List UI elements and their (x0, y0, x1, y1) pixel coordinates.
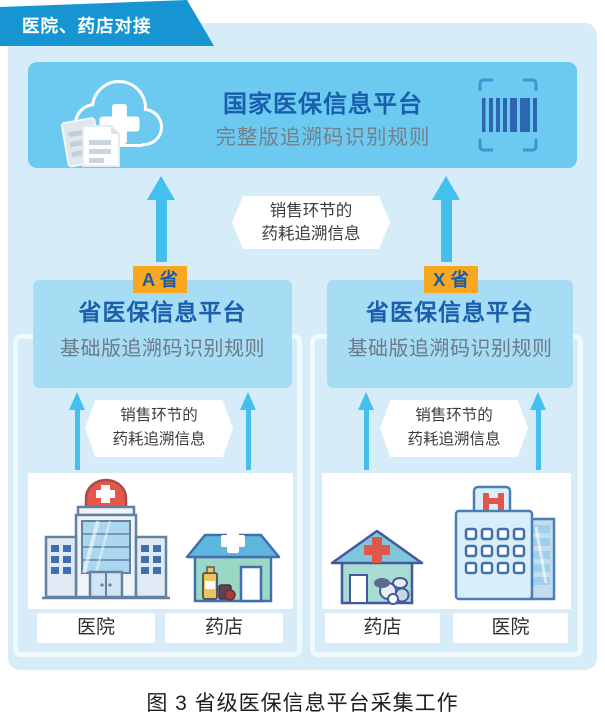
flow-label-line2: 药耗追溯信息 (407, 431, 501, 448)
flow-label-line1: 销售环节的 (415, 407, 493, 424)
hospital-icon (40, 477, 172, 606)
national-platform-title: 国家医保信息平台 (223, 91, 423, 118)
flow-label-line1: 销售环节的 (269, 202, 353, 220)
arrow-up-a-left (69, 392, 85, 470)
national-platform-banner: 国家医保信息平台 完整版追溯码识别规则 (28, 62, 577, 168)
national-platform-subtitle: 完整版追溯码识别规则 (215, 126, 431, 149)
figure-caption: 图 3 省级医保信息平台采集工作 (146, 692, 459, 715)
flow-label-line1: 销售环节的 (120, 407, 198, 424)
province-platform-subtitle: 基础版追溯码识别规则 (60, 338, 265, 360)
arrow-up-a-right (240, 392, 256, 470)
province-tag-a: A 省 (133, 266, 187, 293)
flow-label-line2: 药耗追溯信息 (112, 431, 206, 448)
arrow-head (358, 392, 374, 410)
facility-label: 药店 (325, 613, 440, 643)
arrow-shaft (155, 199, 167, 262)
arrow-shaft (440, 199, 452, 262)
facility-label: 医院 (37, 613, 155, 643)
arrow-up-x-left (358, 392, 374, 470)
pharmacy-icon (183, 527, 283, 608)
arrow-head (240, 392, 256, 410)
arrow-shaft (363, 409, 369, 470)
arrow-head (69, 392, 85, 410)
province-platform-title: 省医保信息平台 (366, 299, 534, 325)
hospital-icon (428, 483, 560, 608)
flow-label-line2: 药耗追溯信息 (261, 225, 361, 243)
province-platform-box-x: 省医保信息平台 基础版追溯码识别规则 (327, 280, 573, 388)
cloud-medical-documents-icon (55, 64, 173, 168)
arrow-shaft (245, 409, 251, 470)
facility-label: 药店 (165, 613, 283, 643)
pharmacy-icon (330, 525, 424, 610)
arrow-up-left-big (147, 176, 175, 262)
province-platform-title: 省医保信息平台 (78, 299, 247, 325)
arrow-up-right-big (432, 176, 460, 262)
arrow-up-x-right (530, 392, 546, 470)
barcode-icon (478, 77, 538, 153)
flow-label-province-x: 销售环节的 药耗追溯信息 (380, 400, 528, 457)
province-tag-x: X 省 (424, 266, 478, 293)
arrow-shaft (74, 409, 80, 470)
flow-label-province-a: 销售环节的 药耗追溯信息 (85, 400, 233, 457)
arrow-head (147, 176, 175, 200)
arrow-head (432, 176, 460, 200)
arrow-head (530, 392, 546, 410)
ribbon-label: 医院、药店对接 (22, 16, 152, 36)
arrow-shaft (535, 409, 541, 470)
facility-label: 医院 (453, 613, 568, 643)
province-platform-box-a: 省医保信息平台 基础版追溯码识别规则 (33, 280, 292, 388)
ribbon-tab: 医院、药店对接 (0, 0, 214, 46)
province-platform-subtitle: 基础版追溯码识别规则 (347, 338, 553, 360)
flow-label-top: 销售环节的 药耗追溯信息 (232, 196, 390, 249)
